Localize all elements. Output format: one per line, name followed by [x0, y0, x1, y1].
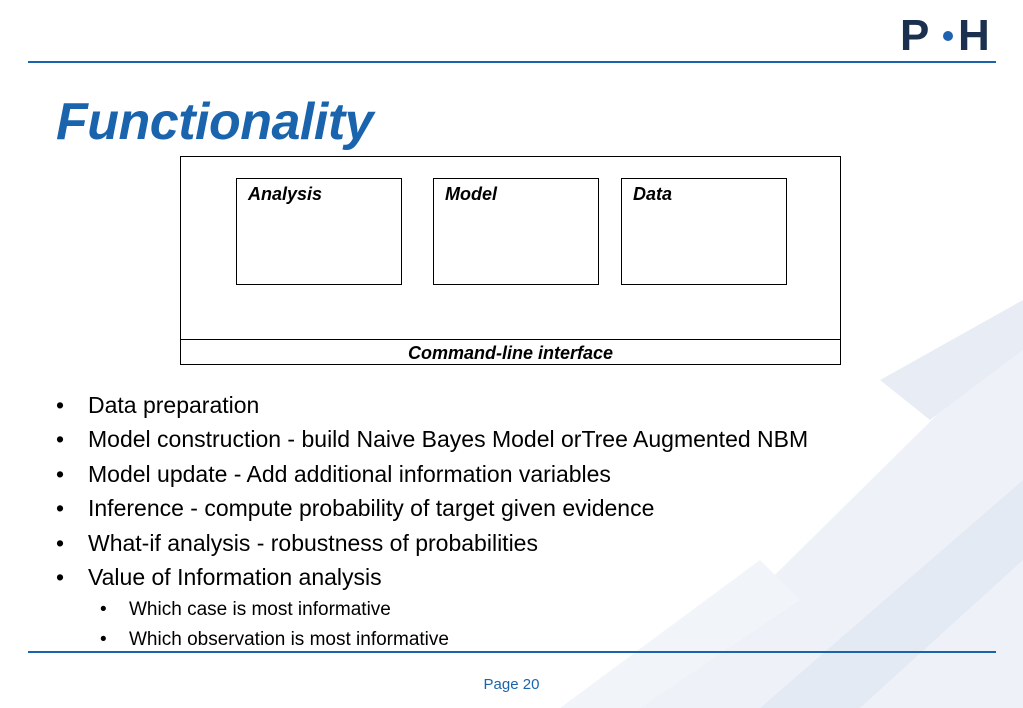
bullet-text: What-if analysis - robustness of probabi… — [88, 530, 538, 556]
bullet-item: • Model update - Add additional informati… — [56, 460, 611, 488]
data-module: Data — [621, 178, 787, 285]
bullet-item: • Inference - compute probability of targ… — [56, 494, 654, 522]
bullet-glyph: • — [56, 530, 65, 556]
logo-letter-right: H — [958, 14, 990, 54]
page-number: Page 20 — [483, 676, 540, 693]
bullet-item: • What-if analysis - robustness of probab… — [56, 529, 538, 557]
bullet-glyph: • — [100, 599, 107, 620]
bullet-item: • Model construction - build Naive Bayes … — [56, 425, 808, 453]
top-rule — [28, 61, 996, 63]
data-module-label: Data — [633, 184, 673, 204]
logo-dot-icon — [943, 31, 953, 41]
bullet-text: Model construction - build Naive Bayes M… — [88, 426, 809, 452]
model-module: Model — [433, 178, 599, 285]
bullet-glyph: • — [56, 495, 65, 521]
bullet-glyph: • — [56, 461, 65, 487]
slide-title: Functionality — [56, 93, 374, 151]
sub-bullet-text: Which observation is most informative — [129, 629, 449, 650]
sub-bullet-item: • Which observation is most informative — [100, 628, 449, 652]
architecture-diagram: Analysis Model Data Command-line interfa… — [180, 156, 841, 365]
bullet-text: Value of Information analysis — [88, 564, 382, 590]
analysis-module-label: Analysis — [248, 184, 323, 204]
bullet-glyph: • — [56, 392, 65, 418]
bullet-text: Inference - compute probability of targe… — [88, 495, 655, 521]
analysis-module: Analysis — [236, 178, 402, 285]
logo-letter-left: P — [900, 14, 929, 54]
bullet-glyph: • — [100, 629, 107, 650]
bottom-rule — [28, 651, 996, 653]
ph-logo: P H — [900, 14, 996, 54]
bullet-item: • Data preparation — [56, 391, 259, 419]
bullet-text: Data preparation — [88, 392, 260, 418]
sub-bullet-text: Which case is most informative — [129, 599, 391, 620]
bullet-item: • Value of Information analysis — [56, 563, 382, 591]
bullet-glyph: • — [56, 564, 65, 590]
model-module-label: Model — [445, 184, 497, 204]
bullet-glyph: • — [56, 426, 65, 452]
bullet-text: Model update - Add additional informatio… — [88, 461, 611, 487]
command-line-interface-bar: Command-line interface — [180, 339, 841, 365]
sub-bullet-item: • Which case is most informative — [100, 598, 391, 622]
